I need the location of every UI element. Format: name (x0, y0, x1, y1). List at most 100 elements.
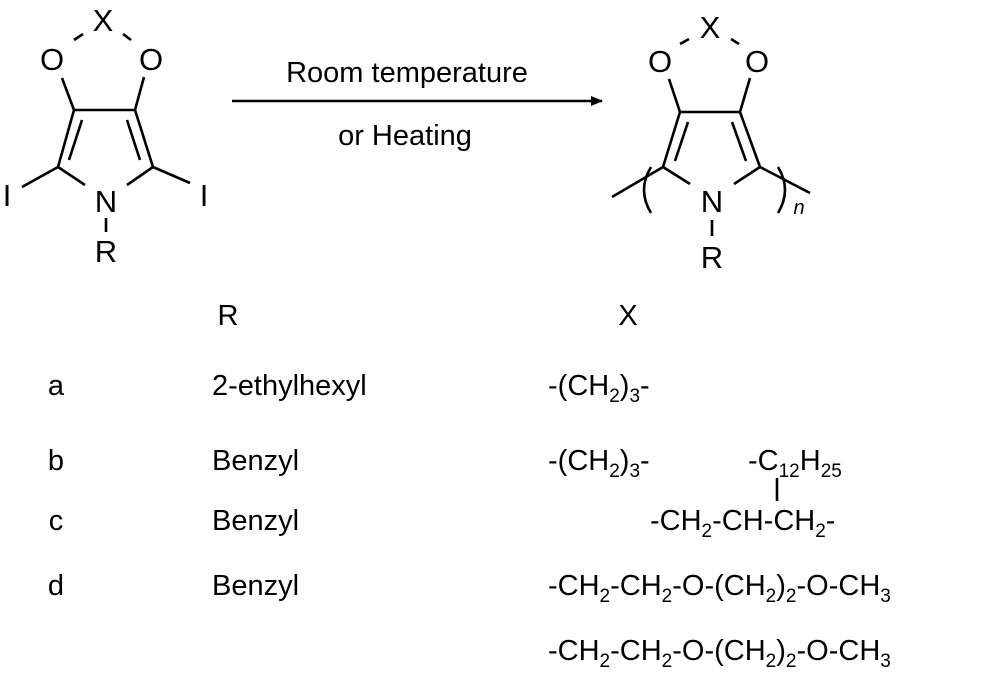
bond (730, 121, 748, 162)
formula-segment: ) (776, 570, 786, 602)
atom-x: X (700, 10, 721, 45)
atom-o-right: O (139, 42, 163, 77)
formula-segment: -(CH (548, 370, 609, 402)
row-x-b: -(CH2)3- (548, 445, 650, 482)
formula-segment: -(CH (548, 445, 609, 477)
formula-subscript: 2 (662, 586, 673, 607)
atom-o-right: O (745, 44, 769, 79)
formula-subscript: 3 (880, 651, 891, 672)
atom-i-right: I (200, 178, 209, 213)
formula-segment: ) (620, 445, 630, 477)
formula-subscript: 2 (600, 651, 611, 672)
condition-bottom: or Heating (338, 120, 472, 152)
atom-n: N (701, 184, 723, 219)
bond (60, 77, 76, 111)
reactant-structure: X O O N R I I (3, 3, 209, 269)
formula-subscript: 2 (609, 386, 620, 407)
formula-subscript: 2 (766, 586, 777, 607)
bond (125, 119, 142, 161)
formula-segment: -O-CH (797, 635, 881, 667)
formula-segment: -O-(CH (672, 635, 765, 667)
bond (611, 165, 664, 199)
bond (133, 109, 155, 168)
formula-segment: H (800, 445, 821, 477)
formula-subscript: 2 (766, 651, 777, 672)
formula-segment: - (826, 505, 836, 537)
row-r-b: Benzyl (212, 445, 299, 477)
bond (661, 111, 682, 168)
formula-segment: -CH (650, 505, 702, 537)
row-id-a: a (48, 370, 65, 402)
bond (673, 121, 690, 162)
atom-n: N (95, 184, 117, 219)
atom-o-left: O (40, 42, 64, 77)
formula-subscript: 2 (662, 651, 673, 672)
reaction-arrow: Room temperature or Heating (232, 57, 603, 152)
formula-segment: -CH (548, 635, 600, 667)
formula-subscript: 12 (779, 461, 800, 482)
bond (679, 37, 690, 46)
formula-segment: ) (776, 635, 786, 667)
row-x-a: -(CH2)3- (548, 370, 650, 407)
row-id-d: d (48, 570, 64, 602)
bond (730, 37, 740, 46)
product-structure: X O O N R n (611, 10, 811, 275)
repeat-subscript-n: n (793, 197, 804, 219)
row-id-b: b (48, 445, 64, 477)
bond (133, 76, 146, 111)
row-r-d: Benzyl (212, 570, 299, 602)
formula-segment: -O-(CH (672, 570, 765, 602)
bond (57, 165, 86, 187)
formula-subscript: 2 (786, 586, 797, 607)
row-x-d-line1: -CH2-CH2-O-(CH2)2-O-CH3 (548, 570, 891, 607)
formula-segment: -CH (610, 570, 662, 602)
formula-subscript: 2 (609, 461, 620, 482)
atom-x: X (93, 3, 114, 38)
formula-segment: -CH-CH (712, 505, 815, 537)
condition-top: Room temperature (286, 57, 528, 89)
formula-segment: -C (748, 445, 779, 477)
bond (21, 165, 59, 189)
atom-i-left: I (3, 178, 12, 213)
row-x-c-branch: -C12H25 (748, 445, 842, 482)
atom-r: R (95, 234, 117, 269)
formula-subscript: 2 (786, 651, 797, 672)
formula-subscript: 2 (702, 521, 713, 542)
formula-subscript: 2 (815, 521, 826, 542)
row-x-c-main: -CH2-CH-CH2- (650, 505, 835, 542)
row-x-d-line2: -CH2-CH2-O-(CH2)2-O-CH3 (548, 635, 891, 672)
bond (152, 165, 191, 185)
formula-subscript: 3 (629, 386, 640, 407)
right-bracket (776, 166, 787, 214)
left-bracket (642, 166, 653, 214)
formula-subscript: 25 (821, 461, 842, 482)
header-r: R (218, 300, 239, 332)
formula-segment: -CH (548, 570, 600, 602)
row-id-c: c (49, 505, 64, 537)
bond (73, 32, 84, 42)
row-r-c: Benzyl (212, 505, 299, 537)
formula-segment: -O-CH (797, 570, 881, 602)
bond (56, 109, 76, 168)
formula-segment: ) (620, 370, 630, 402)
atom-o-left: O (648, 44, 672, 79)
bond (67, 119, 84, 161)
header-x: X (618, 300, 637, 332)
substituent-table: R X a 2-ethylhexyl -(CH2)3- b Benzyl -(C… (48, 300, 891, 672)
formula-subscript: 3 (629, 461, 640, 482)
formula-segment: -CH (610, 635, 662, 667)
bond (738, 77, 752, 113)
formula-segment: - (640, 370, 650, 402)
bond (667, 78, 682, 113)
atom-r: R (701, 240, 723, 275)
bond (738, 111, 762, 168)
bond (126, 165, 154, 187)
bond (733, 165, 761, 186)
formula-subscript: 2 (600, 586, 611, 607)
row-r-a: 2-ethylhexyl (212, 370, 367, 402)
formula-segment: - (640, 445, 650, 477)
bond (662, 165, 691, 186)
formula-subscript: 3 (880, 586, 891, 607)
